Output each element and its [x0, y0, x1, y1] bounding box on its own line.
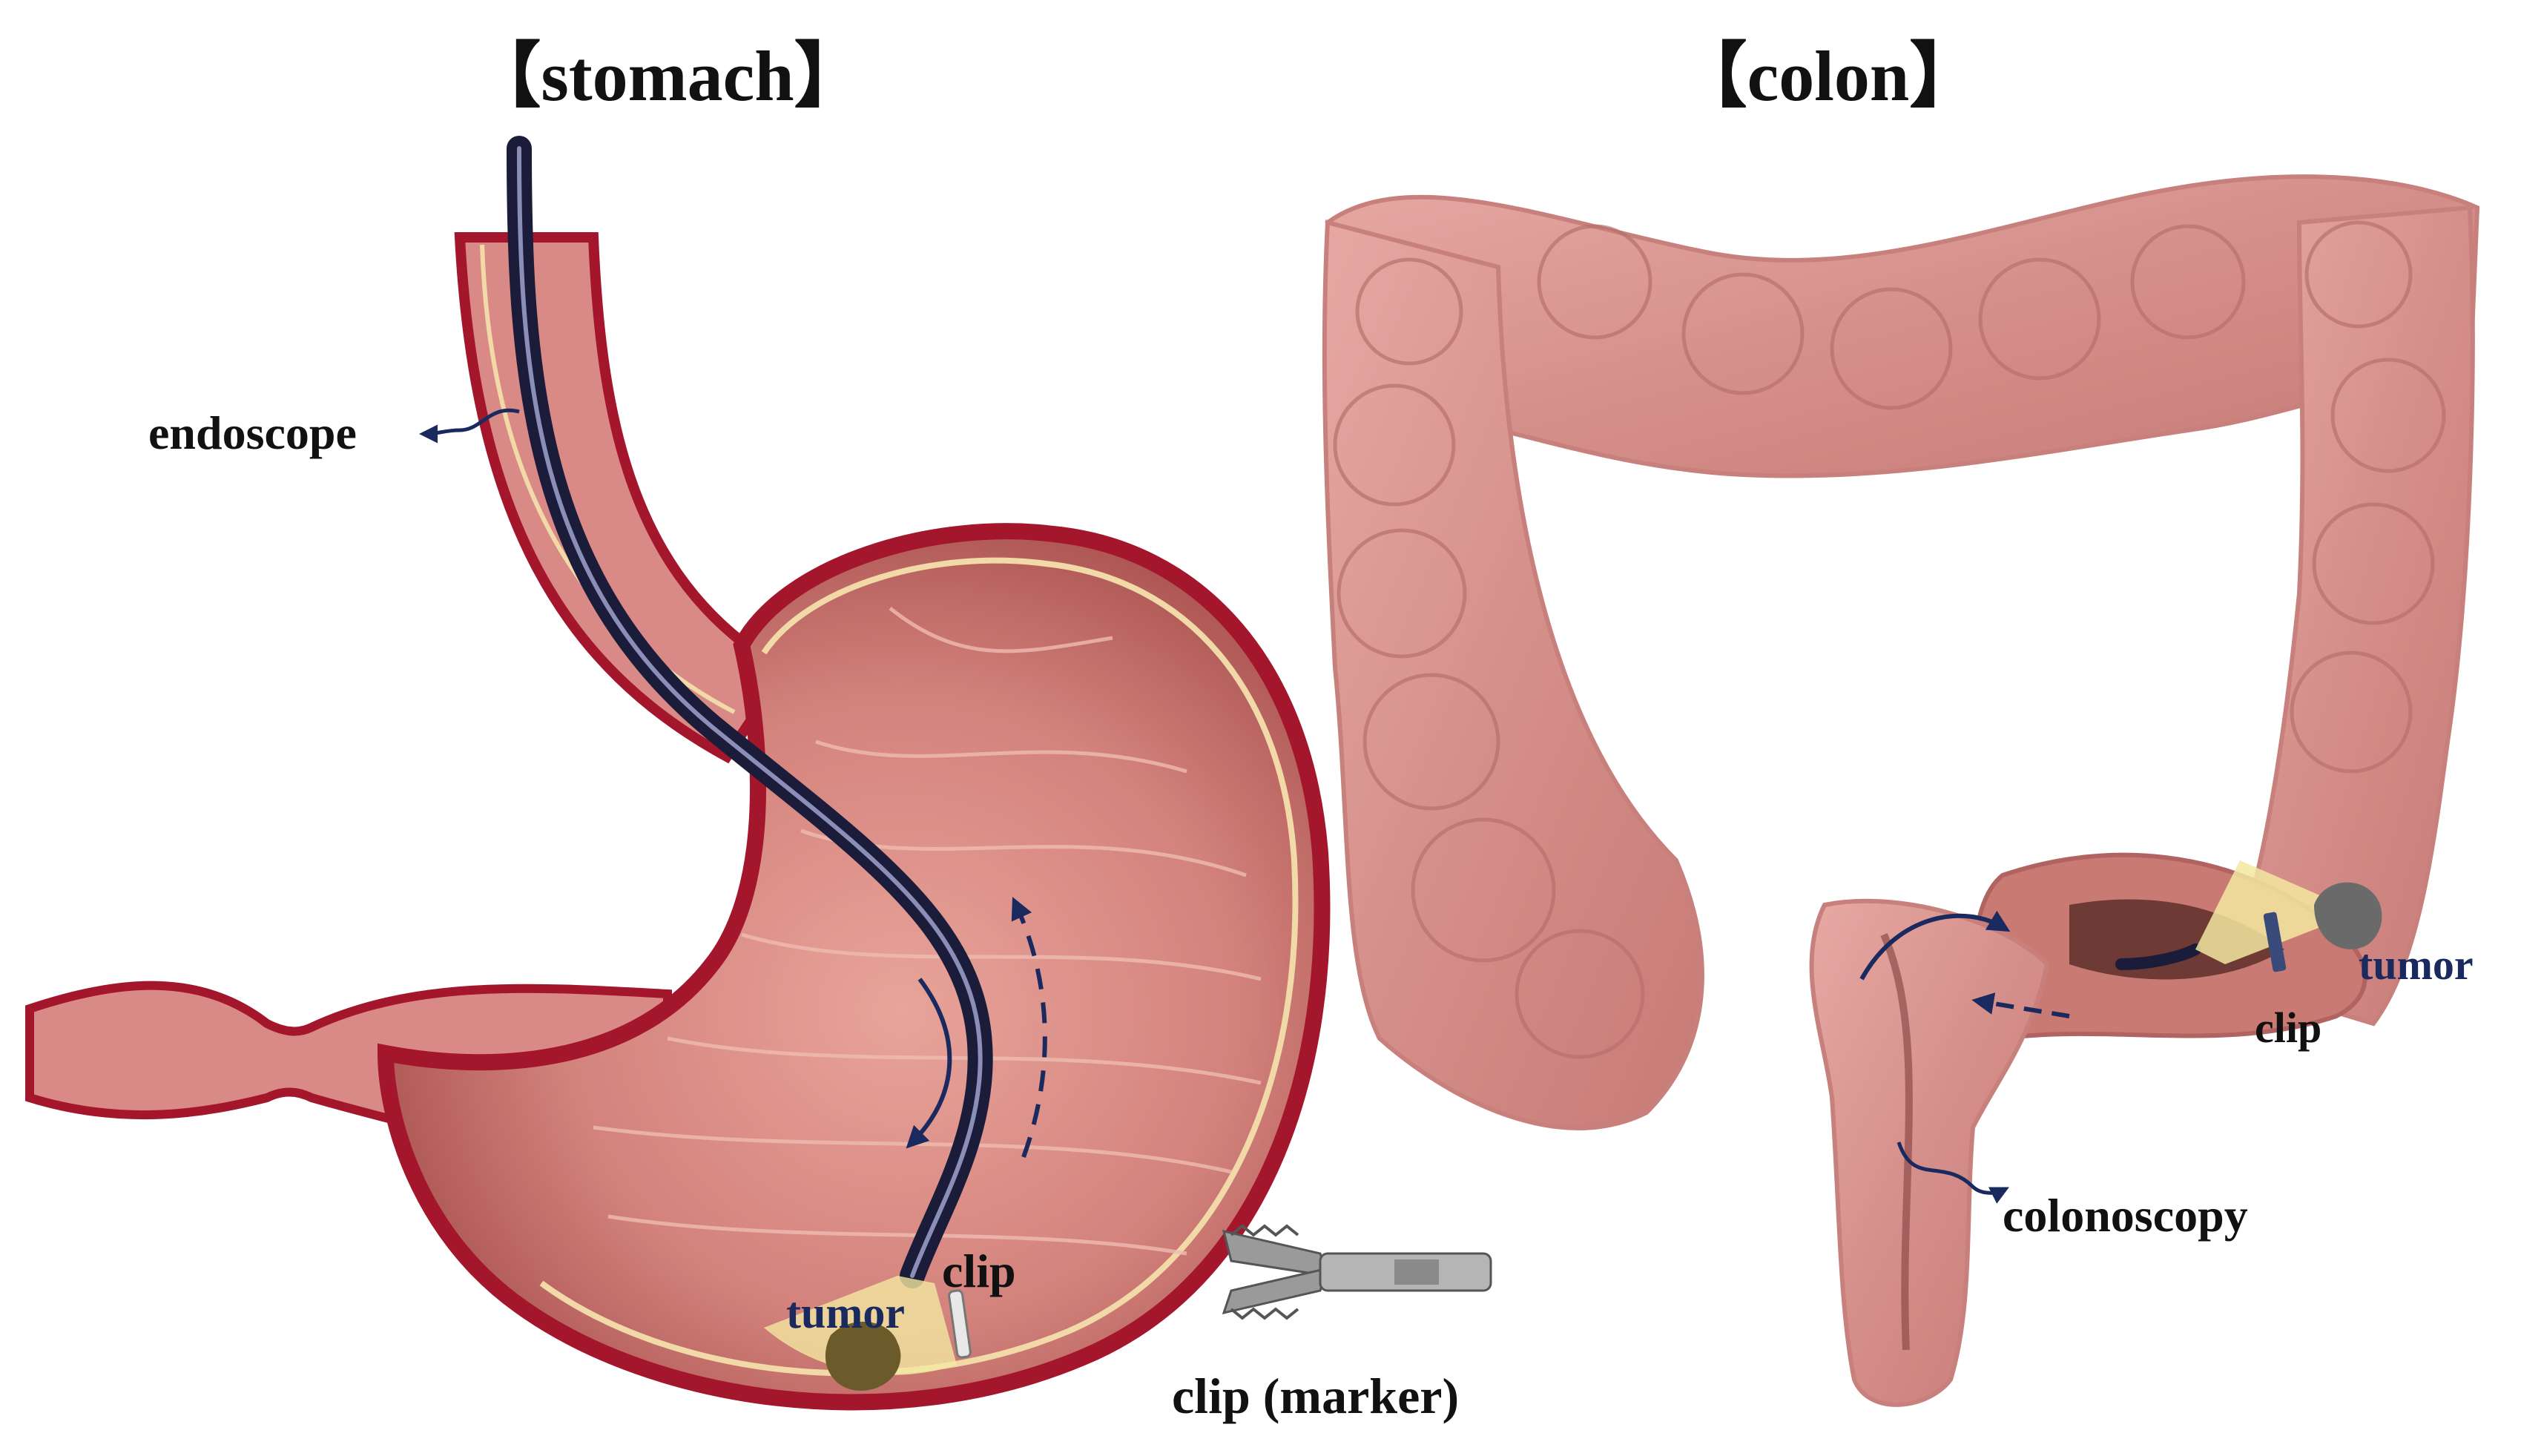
stomach-illustration — [25, 136, 1331, 1411]
stomach-tumor — [825, 1321, 901, 1391]
esophagus — [454, 232, 794, 764]
colon-tumor-label: tumor — [2359, 941, 2474, 989]
clip-marker-device — [1222, 1224, 1492, 1320]
colon-haustra — [1333, 220, 2446, 1059]
colon-scope-light — [2195, 860, 2359, 964]
colon-title: 【colon】 — [1676, 36, 1981, 116]
colon-illustration — [1322, 174, 2480, 1407]
colon-insert-arrow — [1859, 910, 2011, 981]
colon-withdraw-arrow — [1971, 992, 2070, 1018]
colonoscopy-pointer — [1896, 1142, 2009, 1204]
withdraw-arrow — [1011, 897, 1047, 1159]
stomach-tumor-label: tumor — [786, 1288, 905, 1337]
stomach-clip — [948, 1289, 972, 1359]
stomach-title: 【stomach】 — [469, 36, 865, 116]
rectum — [1809, 898, 2050, 1407]
stomach-folds — [593, 607, 1262, 1256]
colon-clip-label: clip — [2255, 1004, 2321, 1052]
ascending-colon — [1322, 220, 1704, 1130]
stomach-clip-label: clip — [942, 1245, 1016, 1297]
colon-tumor — [2314, 882, 2382, 949]
colon-clip — [2263, 912, 2287, 972]
stomach-body — [377, 523, 1331, 1411]
transverse-colon — [1325, 174, 2480, 478]
endoscope-label: endoscope — [148, 406, 357, 459]
descending-colon — [2221, 205, 2475, 1027]
colonoscopy-label: colonoscopy — [2003, 1189, 2248, 1242]
clip-marker-label: clip (marker) — [1172, 1368, 1459, 1424]
endoscope-pointer — [419, 408, 520, 444]
insert-arrow — [906, 978, 952, 1149]
colonoscope-tube — [2115, 943, 2201, 970]
